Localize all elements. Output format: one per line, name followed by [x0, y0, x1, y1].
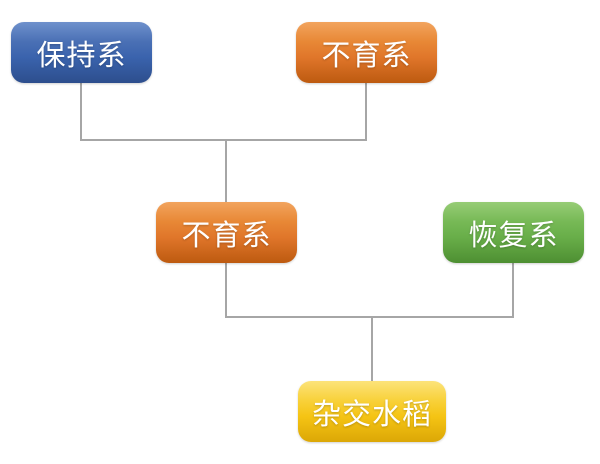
connector-sterile-top-down [365, 83, 367, 141]
node-sterile-mid: 不育系 [156, 202, 297, 263]
connector-sterile-mid-down [225, 263, 227, 318]
node-restorer-label: 恢复系 [468, 217, 559, 252]
node-sterile-mid-label: 不育系 [181, 217, 272, 252]
node-sterile-top: 不育系 [296, 22, 437, 83]
node-hybrid-rice-label: 杂交水稻 [311, 396, 432, 431]
connector-lower-drop [371, 316, 373, 381]
connector-upper-drop [225, 139, 227, 202]
node-maintainer: 保持系 [11, 22, 152, 83]
connector-lower-rail [225, 316, 514, 318]
node-restorer: 恢复系 [443, 202, 584, 263]
node-sterile-top-label: 不育系 [321, 37, 412, 72]
node-maintainer-label: 保持系 [36, 37, 127, 72]
node-hybrid-rice: 杂交水稻 [298, 381, 446, 442]
connector-maintainer-down [80, 83, 82, 141]
connector-restorer-down [512, 263, 514, 318]
connector-upper-rail [80, 139, 367, 141]
